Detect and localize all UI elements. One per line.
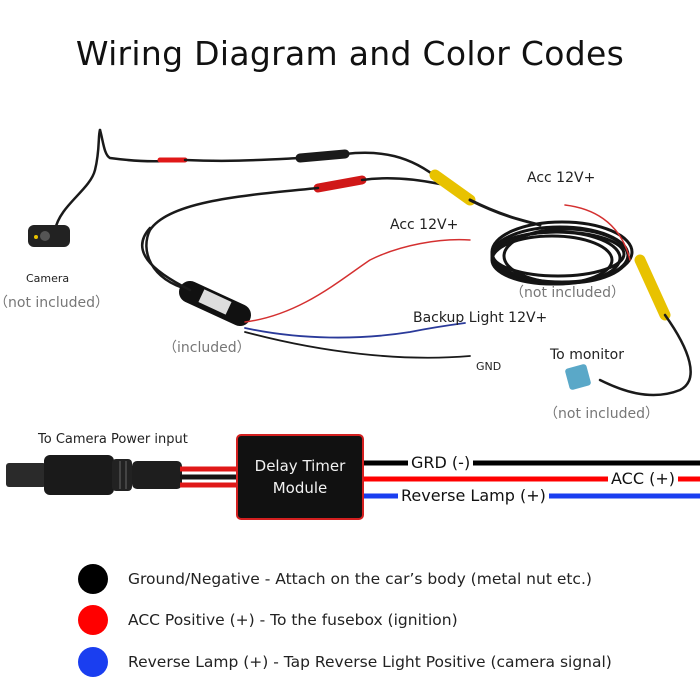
legend-text-acc: ACC Positive (+) - To the fusebox (ignit… [128,611,458,629]
reverse-wire-label: Reverse Lamp (+) [398,486,549,505]
blue-dot-icon [78,647,108,677]
module-title-line1: Delay Timer [254,457,346,475]
wiring-photo [28,128,692,397]
legend-text-reverse: Reverse Lamp (+) - Tap Reverse Light Pos… [128,653,612,671]
legend-item-reverse: Reverse Lamp (+) - Tap Reverse Light Pos… [78,645,612,679]
backup-light-label: Backup Light 12V+ [413,310,548,326]
acc-wire-top [564,204,631,261]
camera-cable [53,128,102,232]
monitor-not-included: （not included） [544,406,659,422]
red-dot-icon [78,605,108,635]
cable-not-included: （not included） [510,285,625,301]
legend-item-acc: ACC Positive (+) - To the fusebox (ignit… [78,603,458,637]
to-monitor-label: To monitor [550,347,624,363]
module-included: （included） [163,340,251,356]
acc-wire-label: ACC (+) [608,469,678,488]
camera-not-included: （not included） [0,295,109,311]
black-dot-icon [78,564,108,594]
legend-item-ground: Ground/Negative - Attach on the car’s bo… [78,562,592,596]
monitor-connector-icon [565,364,591,390]
power-plug-icon [6,455,182,495]
legend-text-ground: Ground/Negative - Attach on the car’s bo… [128,570,592,588]
camera-icon [28,225,70,247]
delay-timer-module: Delay Timer Module [236,434,364,520]
backup-wire [244,322,466,339]
acc-label-mid: Acc 12V+ [390,217,459,233]
acc-wire-mid [244,238,471,323]
camera-label: Camera [26,272,70,285]
page-title: Wiring Diagram and Color Codes [75,34,625,73]
module-title-line2: Module [272,479,328,497]
grd-wire-label: GRD (-) [408,453,474,472]
acc-label-top: Acc 12V+ [527,170,596,186]
gnd-label: GND [476,360,502,373]
gnd-wire [244,331,471,359]
camera-power-input-label: To Camera Power input [38,432,188,447]
